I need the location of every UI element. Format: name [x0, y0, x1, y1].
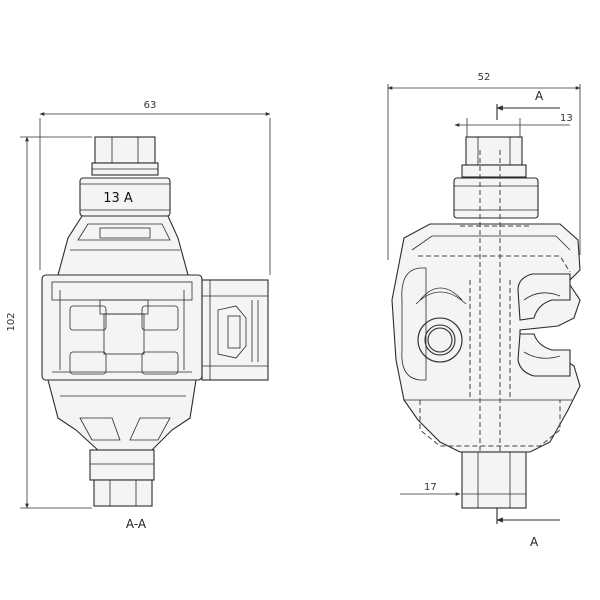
- right-top-hex-nut: [461, 136, 527, 178]
- dim-13: 13: [454, 113, 573, 140]
- clamp-body: [41, 274, 203, 381]
- section-marker-bottom-label: A: [530, 535, 539, 549]
- cable-ring-left: [401, 267, 467, 381]
- dim-width-52: 52: [387, 72, 581, 260]
- top-hex-nut: [91, 136, 159, 176]
- right-bottom-nut: [461, 451, 527, 509]
- side-cap: [201, 279, 269, 381]
- rating-head: 13 A: [79, 177, 171, 217]
- section-marker-top-label: A: [535, 89, 544, 103]
- dim-width-right-label: 52: [478, 72, 491, 83]
- dim-width-63: 63: [39, 100, 271, 275]
- hidden-internals: [418, 150, 571, 500]
- dim-17: 17: [400, 482, 526, 496]
- dim-height-label: 102: [6, 312, 17, 331]
- lower-body: [47, 379, 197, 453]
- cable-slots-right: [517, 273, 571, 377]
- section-marker-top: A: [496, 89, 560, 120]
- right-view-side: 52 A 13: [387, 72, 581, 549]
- upper-body: [57, 215, 189, 276]
- dim-height-102: 102: [6, 136, 92, 509]
- left-view-section: 63 102 13 A: [6, 100, 271, 531]
- dim-width-label: 63: [144, 100, 157, 111]
- right-head: [453, 177, 539, 219]
- bottom-hex-nut: [89, 449, 155, 507]
- section-marker-bottom: A: [496, 508, 560, 549]
- rating-label: 13 A: [103, 191, 133, 206]
- dim-13-label: 13: [560, 113, 573, 124]
- dim-17-label: 17: [424, 482, 437, 493]
- section-label: A-A: [126, 517, 147, 531]
